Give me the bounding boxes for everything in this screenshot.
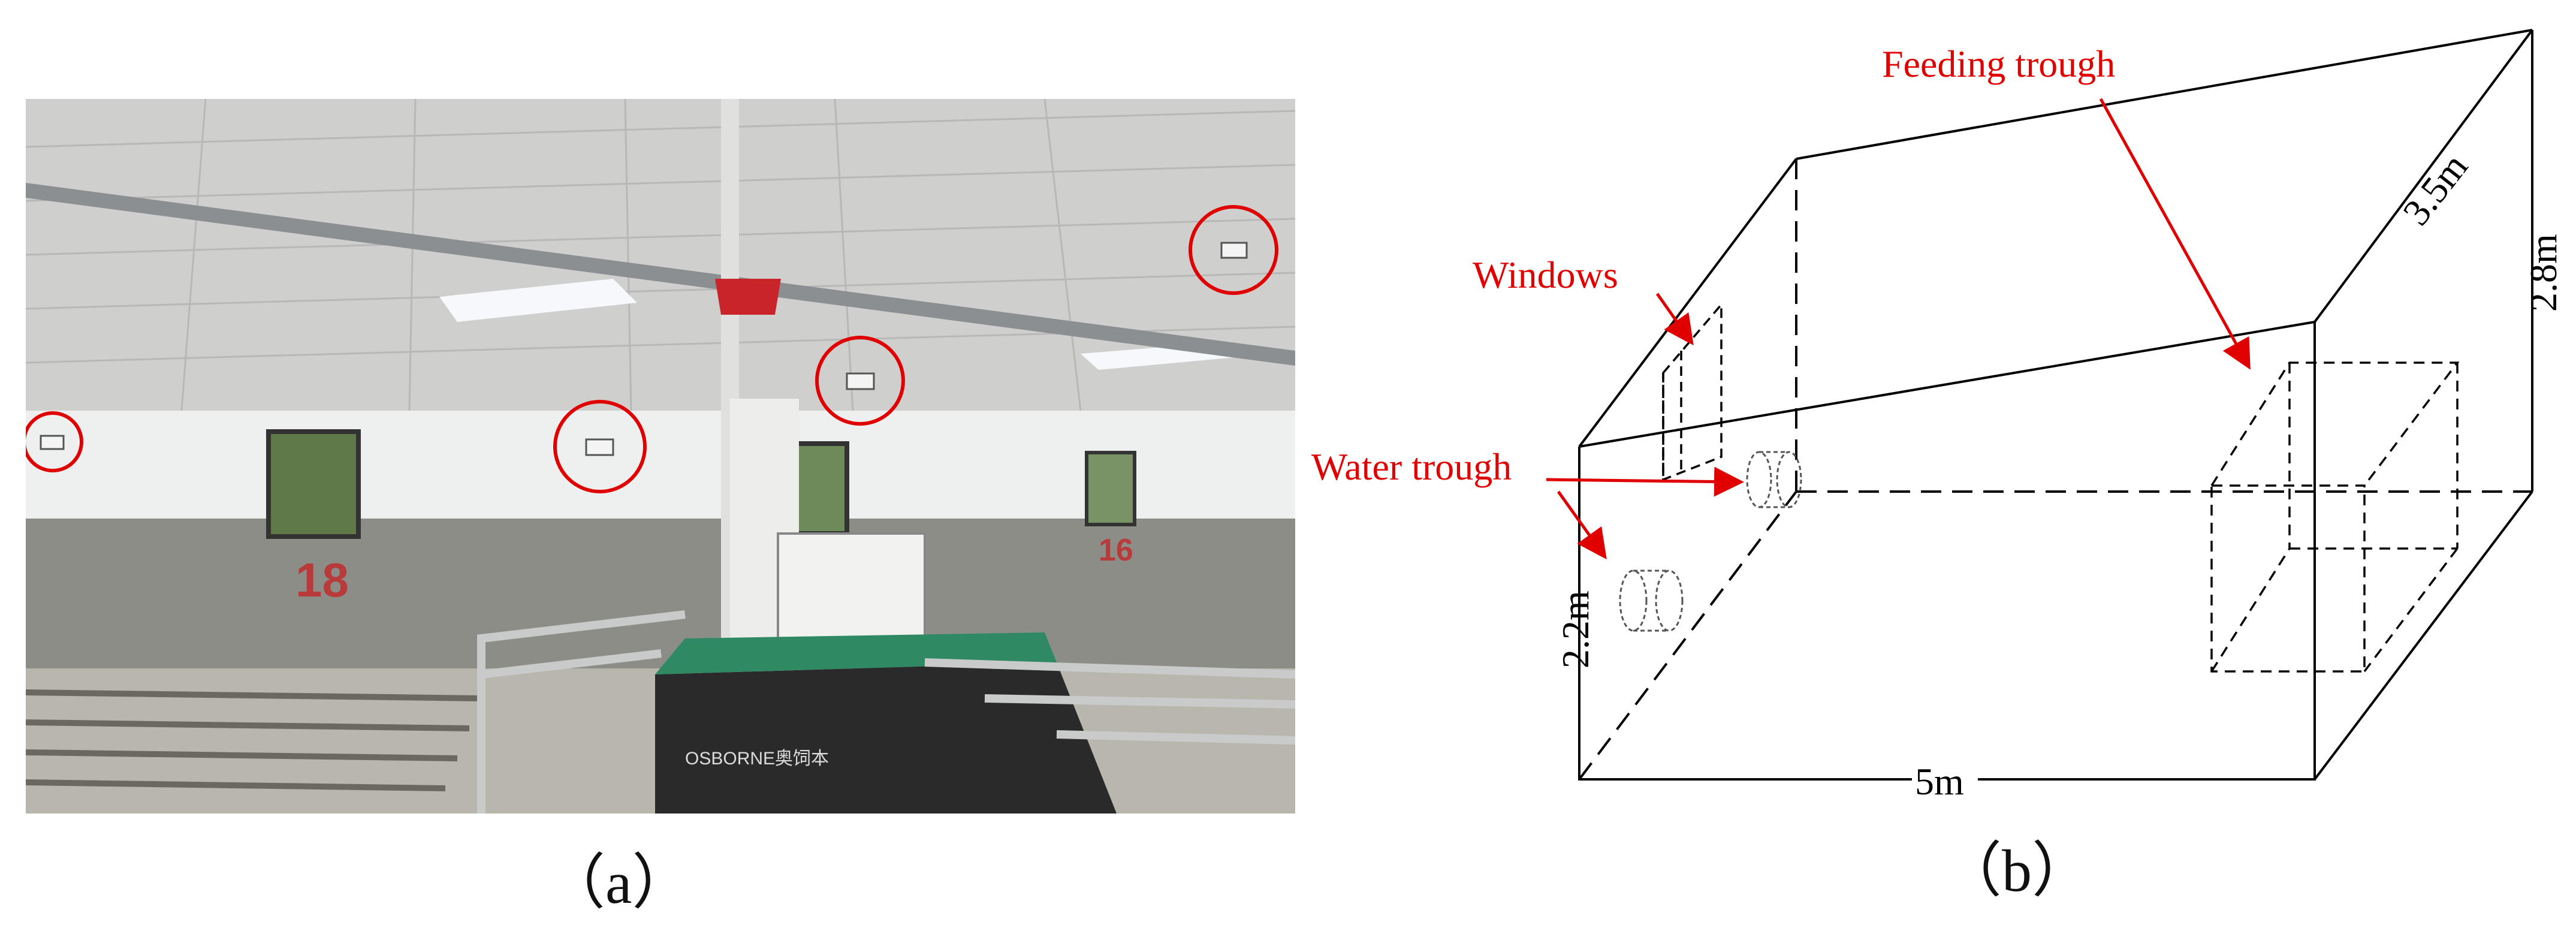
camera-marker — [553, 400, 647, 493]
water-trough-cylinder — [1619, 570, 1684, 632]
pen-railings — [477, 610, 1295, 813]
label-feeding-trough: Feeding trough — [1882, 43, 2115, 85]
feeding-trough-outline — [2210, 361, 2460, 673]
feeder-controller — [777, 532, 926, 643]
ceiling-light — [439, 279, 637, 322]
floor-slats — [26, 689, 482, 791]
dimension-depth: 3.5m — [2394, 146, 2476, 233]
dimension-length: 5m — [1915, 760, 1964, 803]
windows-arrow — [1655, 293, 1694, 346]
ceiling-pipe — [26, 183, 1295, 366]
post-collar — [715, 279, 781, 315]
dimension-height-front: 2.2m — [1554, 590, 1597, 668]
upper-wall — [26, 411, 1295, 519]
barn-photo: 18 16 OSBORNE奥饲本 — [26, 99, 1295, 813]
feeding-station — [655, 662, 1117, 813]
feeder-brand-label: OSBORNE奥饲本 — [685, 749, 829, 769]
ceiling — [26, 99, 1295, 411]
ceiling-grid — [26, 99, 1295, 411]
camera-icon — [40, 435, 65, 450]
water-trough-arrow-2 — [1557, 490, 1607, 560]
lower-wall — [26, 519, 1295, 668]
pen-number-18: 18 — [295, 553, 349, 607]
camera-icon — [585, 438, 614, 456]
label-windows: Windows — [1473, 254, 1618, 296]
caption-a: （a） — [545, 849, 692, 916]
annotation-arrows — [1546, 98, 2251, 560]
room-box-hidden-edges — [1578, 159, 2532, 781]
camera-marker — [815, 336, 905, 426]
water-trough-cylinder — [1746, 451, 1802, 508]
pen-number-16: 16 — [1099, 533, 1133, 568]
camera-marker — [26, 411, 83, 472]
window-outline — [1662, 302, 1723, 481]
camera-icon — [846, 372, 875, 390]
water-trough-arrow-1 — [1546, 466, 1744, 497]
label-water-trough: Water trough — [1311, 445, 1512, 488]
feeding-trough-arrow — [2099, 98, 2251, 370]
dimension-height-back: 2.8m — [2522, 234, 2565, 312]
schematic-panel: Feeding trough Windows Water trough 3.5m… — [1259, 0, 2576, 815]
photo-panel: 18 16 OSBORNE奥饲本 — [26, 99, 1295, 813]
room-schematic: Feeding trough Windows Water trough 3.5m… — [1311, 29, 2565, 803]
camera-marker — [1189, 205, 1278, 295]
caption-b: （b） — [1942, 837, 2092, 904]
camera-icon — [1220, 242, 1248, 259]
